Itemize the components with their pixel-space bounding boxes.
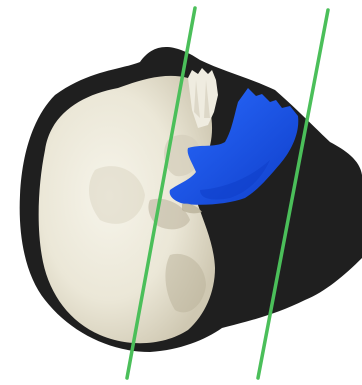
skull-render-scene	[0, 0, 362, 385]
skull-render	[0, 0, 362, 385]
